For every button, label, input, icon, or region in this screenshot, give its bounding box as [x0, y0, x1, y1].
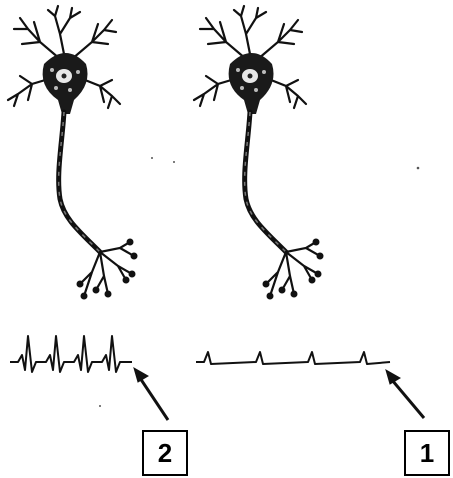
- specks: [99, 157, 420, 407]
- trace-right: [196, 351, 391, 365]
- label-2: 2: [157, 437, 173, 468]
- trace-left: [10, 335, 132, 373]
- label-box-1: 1: [404, 430, 450, 476]
- arrow-right: [385, 368, 426, 419]
- neuron-left-icon: [8, 6, 138, 300]
- label-box-2: 2: [142, 430, 188, 476]
- label-1: 1: [419, 437, 435, 468]
- neuron-right-icon: [194, 6, 324, 300]
- arrow-left: [133, 366, 170, 421]
